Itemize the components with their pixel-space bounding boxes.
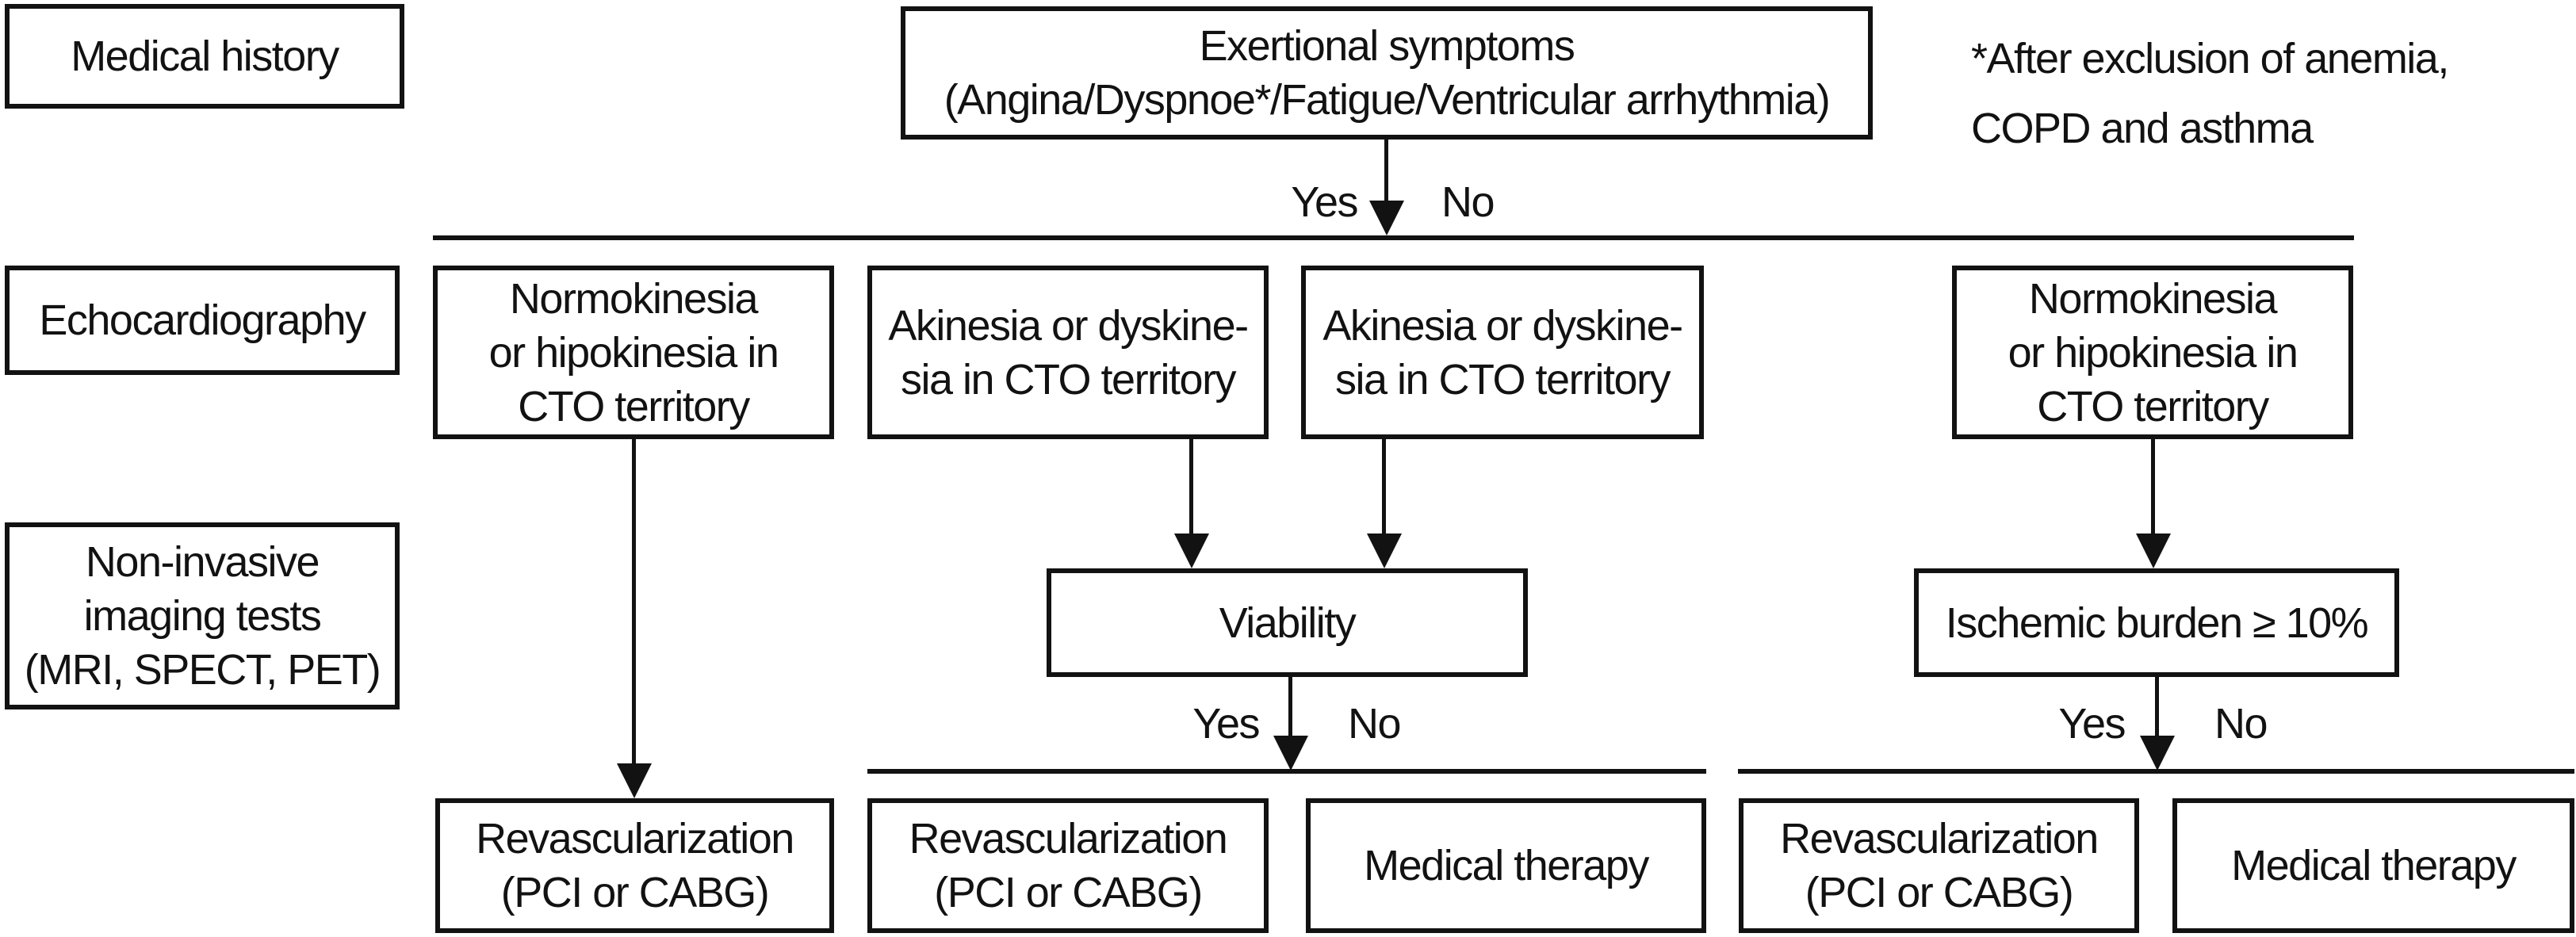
node-medical-therapy-2: Medical therapy	[2172, 798, 2574, 933]
branch-ischemic-no: No	[2214, 700, 2268, 748]
node-akinesia-asymptomatic: Akinesia or dyskine- sia in CTO territor…	[1301, 266, 1704, 439]
node-exertional-symptoms: Exertional symptoms (Angina/Dyspnoe*/Fat…	[901, 6, 1873, 140]
node-revascularization-1: Revascularization (PCI or CABG)	[435, 798, 834, 933]
arrow-ischemic-head-icon	[2140, 736, 2175, 771]
divider-symptoms	[433, 235, 2354, 240]
branch-symptoms-no: No	[1441, 178, 1495, 226]
arrow-normokinesia-ischemic-head-icon	[2136, 534, 2171, 568]
node-akinesia-symptomatic: Akinesia or dyskine- sia in CTO territor…	[867, 266, 1269, 439]
node-revascularization-2: Revascularization (PCI or CABG)	[867, 798, 1269, 933]
node-revascularization-3: Revascularization (PCI or CABG)	[1739, 798, 2139, 933]
node-normokinesia-symptomatic: Normokinesia or hipokinesia in CTO terri…	[433, 266, 834, 439]
arrow-viability-head-icon	[1273, 736, 1308, 771]
node-normokinesia-asymptomatic: Normokinesia or hipokinesia in CTO terri…	[1952, 266, 2353, 439]
arrow-normokinesia-ischemic-stem	[2151, 439, 2155, 538]
branch-ischemic-yes: Yes	[2058, 700, 2126, 748]
arrow-symptoms-head-icon	[1369, 201, 1404, 235]
arrow-viability-stem	[1288, 677, 1292, 740]
arrow-akinesia-yes-viability-head-icon	[1174, 534, 1209, 568]
row-label-echocardiography: Echocardiography	[5, 266, 400, 375]
arrow-akinesia-no-viability-head-icon	[1367, 534, 1402, 568]
branch-viability-no: No	[1348, 700, 1402, 748]
node-medical-therapy-1: Medical therapy	[1306, 798, 1706, 933]
arrow-symptoms-stem	[1384, 140, 1388, 209]
node-ischemic-burden: Ischemic burden ≥ 10%	[1914, 568, 2399, 677]
arrow-akinesia-no-viability-stem	[1382, 439, 1386, 538]
arrow-normokinesia-revasc-head-icon	[617, 763, 652, 798]
arrow-ischemic-stem	[2155, 677, 2159, 740]
row-label-medical-history: Medical history	[5, 4, 404, 109]
row-label-noninvasive-imaging: Non-invasive imaging tests (MRI, SPECT, …	[5, 522, 400, 709]
divider-ischemic	[1738, 769, 2574, 774]
footnote-dyspnoe-exclusions: *After exclusion of anemia, COPD and ast…	[1971, 35, 2449, 152]
branch-symptoms-yes: Yes	[1291, 178, 1358, 226]
node-viability: Viability	[1047, 568, 1528, 677]
arrow-normokinesia-revasc-stem	[632, 439, 636, 766]
arrow-akinesia-yes-viability-stem	[1189, 439, 1193, 538]
divider-viability	[867, 769, 1706, 774]
branch-viability-yes: Yes	[1192, 700, 1260, 748]
